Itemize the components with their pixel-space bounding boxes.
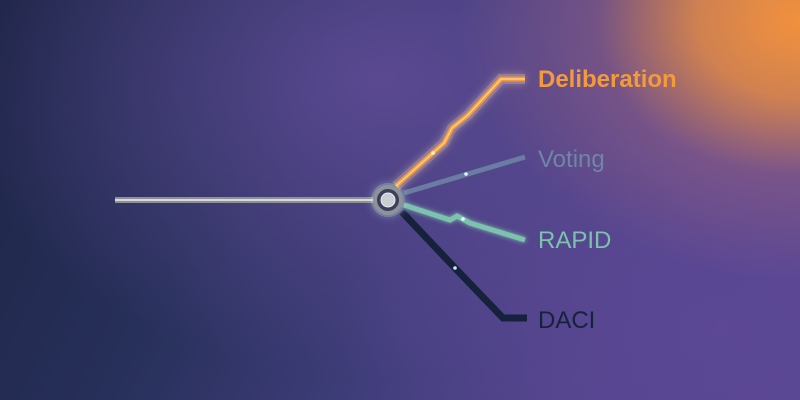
branch-node-rapid (461, 217, 465, 221)
branch-label-rapid: RAPID (538, 227, 611, 254)
branch-label-voting: Voting (538, 146, 605, 173)
branch-node-deliberation (431, 151, 435, 155)
branch-node-voting (464, 172, 468, 176)
branch-label-daci: DACI (538, 307, 595, 334)
branch-label-deliberation: Deliberation (538, 66, 677, 93)
branch-line-daci (399, 209, 527, 322)
hub-node (371, 183, 405, 217)
branch-line-voting (403, 154, 526, 196)
branch-line-rapid (403, 202, 526, 243)
branch-node-daci (453, 266, 457, 270)
branch-line-deliberation (392, 74, 525, 190)
